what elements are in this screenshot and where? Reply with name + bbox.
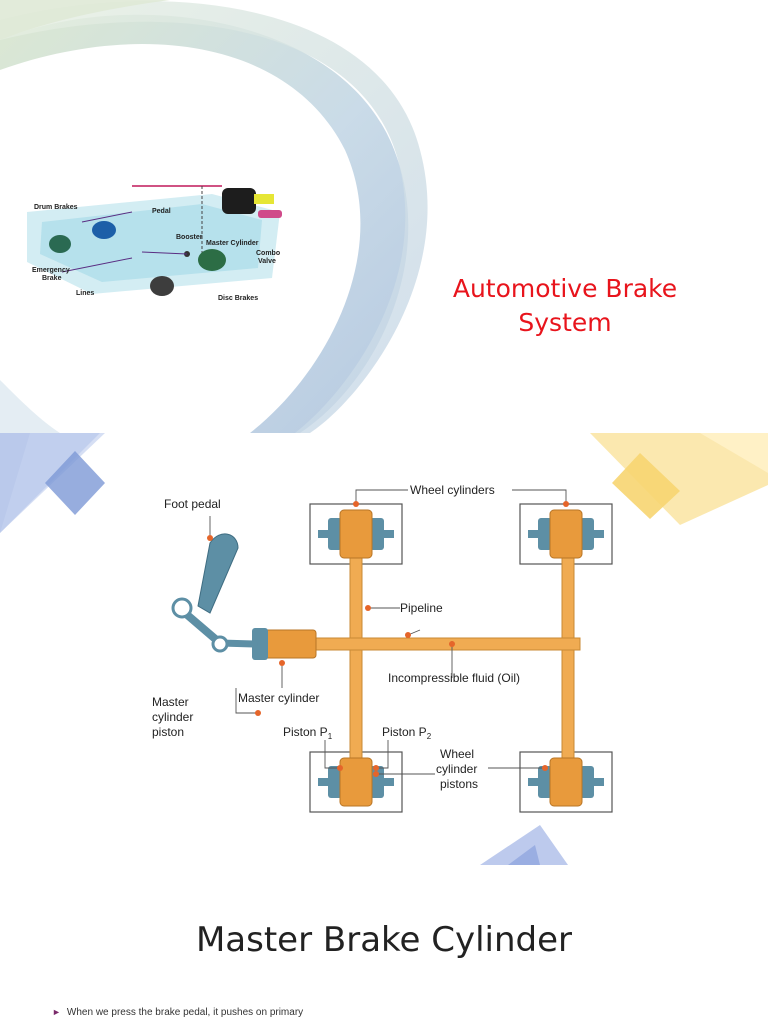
label-wheel-cylinder-pistons-1: Wheel — [440, 747, 474, 761]
label-master-cylinder: Master Cylinder — [206, 240, 259, 247]
label-pedal: Pedal — [152, 208, 171, 215]
bullet-arrow-icon: ► — [52, 1007, 61, 1017]
label-master-cylinder-piston-1: Master — [152, 695, 189, 709]
label-piston-p2: Piston P — [382, 725, 427, 739]
label-wheel-cylinder-pistons-2: cylinder — [436, 762, 477, 776]
label-valve: Valve — [258, 258, 276, 265]
foot-pedal-assembly — [171, 533, 258, 653]
wheel-cylinder-front-left — [318, 509, 394, 559]
master-cylinder — [252, 628, 317, 660]
label-brake: Brake — [42, 275, 62, 282]
wheel-cylinder-rear-left — [318, 757, 394, 807]
bullet-point: ► When we press the brake pedal, it pushe… — [52, 1007, 303, 1018]
label-combo: Combo — [256, 250, 280, 257]
hydraulic-brake-diagram: Wheel cylinders Foot pedal Pipeline Inco… — [152, 483, 613, 813]
brake-system-thumbnail: Drum Brakes Pedal Booster Master Cylinde… — [27, 185, 282, 302]
label-piston-p1: Piston P — [283, 725, 328, 739]
svg-text:Piston P2: Piston P2 — [382, 725, 432, 741]
title-line-2: System — [518, 308, 612, 337]
wheel-cylinder-front-right — [528, 509, 604, 559]
label-booster: Booster — [176, 234, 203, 241]
slide-master-brake-cylinder: Master Brake Cylinder ► When we press the… — [0, 865, 768, 1024]
title-line-1: Automotive Brake — [452, 274, 678, 303]
label-lines: Lines — [76, 290, 94, 297]
svg-text:Piston P1: Piston P1 — [283, 725, 333, 741]
label-incompressible-fluid: Incompressible fluid (Oil) — [388, 671, 520, 685]
label-wheel-cylinder-pistons-3: pistons — [440, 777, 478, 791]
decorative-diamond-shapes — [0, 433, 768, 865]
label-wheel-cylinders: Wheel cylinders — [410, 483, 495, 497]
label-drum-brakes: Drum Brakes — [34, 204, 78, 211]
slide-hydraulic-brake-diagram: Wheel cylinders Foot pedal Pipeline Inco… — [0, 433, 768, 865]
label-disc-brakes: Disc Brakes — [218, 295, 258, 302]
wheel-cylinder-rear-right — [528, 757, 604, 807]
slide-title-master-brake-cylinder: Master Brake Cylinder — [195, 920, 573, 960]
decorative-swoosh-background — [0, 0, 428, 433]
label-piston-p1-subscript: 1 — [328, 732, 333, 741]
label-foot-pedal: Foot pedal — [164, 497, 221, 511]
bullet-text: When we press the brake pedal, it pushes… — [66, 1007, 304, 1018]
label-emergency: Emergency — [32, 267, 70, 274]
label-piston-p2-subscript: 2 — [427, 732, 432, 741]
label-master-cylinder-piston-3: piston — [152, 725, 184, 739]
label-master-cylinder: Master cylinder — [238, 691, 319, 705]
label-master-cylinder-piston-2: cylinder — [152, 710, 193, 724]
slide-automotive-brake-system: Drum Brakes Pedal Booster Master Cylinde… — [0, 0, 768, 433]
label-pipeline: Pipeline — [400, 601, 443, 615]
slide-title: Automotive Brake System — [420, 272, 710, 340]
